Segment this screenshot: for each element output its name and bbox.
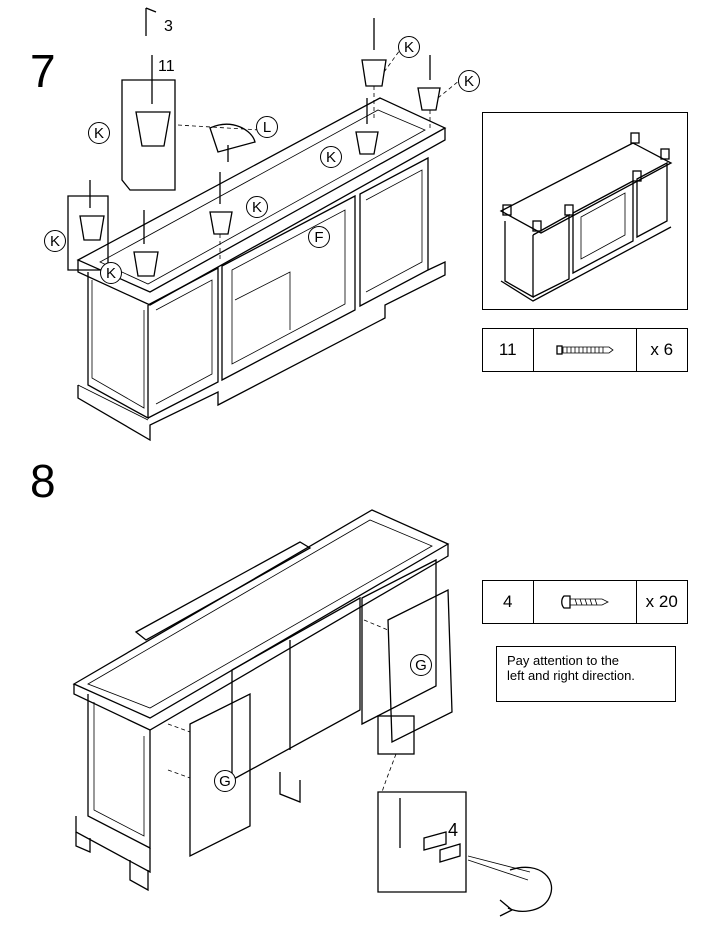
direction-note: Pay attention to the left and right dire… (496, 646, 676, 702)
direction-note-line-1: Pay attention to the (507, 653, 620, 668)
center-opening (231, 596, 361, 782)
assembled-preview-drawing (499, 132, 673, 302)
cabinet-base (77, 260, 446, 442)
right-opening (361, 558, 437, 726)
step-8-parts-table: 4 x 20 (482, 580, 688, 624)
leg-k-5 (133, 210, 159, 277)
direction-note-line-2: left and right direction. (507, 668, 635, 683)
hex-key-callout: 3 (164, 18, 173, 35)
fireplace-opening (221, 194, 356, 382)
step-8-illustration (0, 480, 580, 931)
part-icon-cell (532, 329, 636, 371)
leg-k-callout-5: K (246, 196, 268, 218)
leg-k-2 (417, 55, 441, 128)
leg-k-1 (361, 18, 387, 120)
detail-screw-callout: 4 (448, 820, 459, 840)
step-7-parts-table: 11 x 6 (482, 328, 688, 372)
right-cabinet (359, 156, 429, 308)
detail-source-box (377, 715, 415, 755)
part-qty: x 20 (635, 581, 688, 623)
detail-box (377, 791, 467, 893)
door-g-left (189, 692, 251, 858)
cabinet-top-edge (77, 128, 446, 306)
step-7-drawing (67, 7, 461, 442)
cabinet-top (72, 509, 450, 719)
left-foot (75, 832, 91, 853)
left-side (87, 694, 151, 850)
step-8-number: 8 (30, 455, 56, 507)
leg-detail-box-2 (67, 195, 109, 271)
long-screw-icon (555, 345, 614, 355)
leg-k-callout-7: K (100, 262, 122, 284)
panel-g-callout-right: G (410, 654, 432, 676)
step-7-illustration (0, 0, 480, 442)
rotation-arrow (507, 866, 553, 912)
part-id: 11 (498, 340, 517, 359)
leg-detail-box (121, 79, 176, 191)
step-7-number: 7 (30, 45, 56, 97)
left-cabinet-side (87, 272, 149, 420)
part-id: 4 (503, 592, 513, 611)
center-foot (279, 772, 301, 803)
part-qty: x 6 (635, 329, 688, 371)
screw-callout: 11 (158, 58, 175, 75)
leg-k-callout-2: K (458, 70, 480, 92)
step-8-drawing (72, 509, 553, 917)
panel-g-callout-left: G (214, 770, 236, 792)
bracket-l-callout: L (256, 116, 278, 138)
leg-k-callout-6: K (44, 230, 66, 252)
frame-f-callout: F (308, 226, 330, 248)
leg-k-3 (355, 98, 379, 155)
pan-head-screw-icon (560, 595, 609, 609)
bracket-l (209, 123, 256, 153)
leg-k-callout-1: K (398, 36, 420, 58)
leg-k-callout-3: K (88, 122, 110, 144)
part-icon-cell (532, 581, 636, 623)
assembled-preview (482, 112, 688, 310)
leg-k-6 (79, 180, 105, 241)
leg-k-4 (209, 172, 233, 262)
leg-k-callout-4: K (320, 146, 342, 168)
door-g-right (387, 588, 453, 744)
